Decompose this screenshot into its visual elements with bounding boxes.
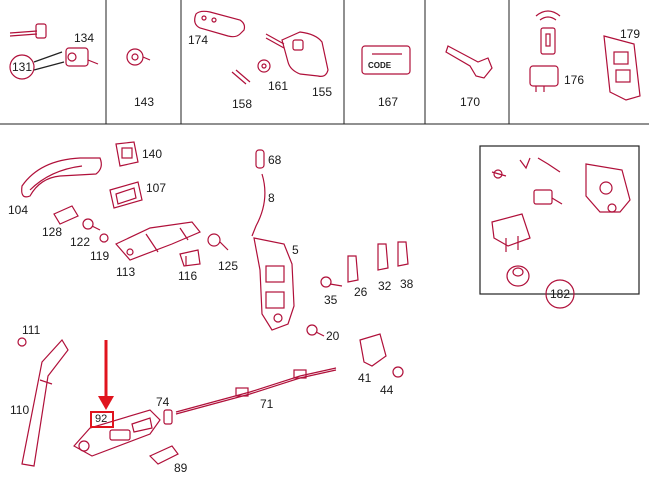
code-tag-text: CODE <box>368 61 392 70</box>
part-label-89: 89 <box>174 461 188 475</box>
part-label-161: 161 <box>268 79 289 93</box>
part-label-110: 110 <box>10 403 30 417</box>
highlight-box-92[interactable] <box>90 411 114 428</box>
lock-knob-68-part <box>255 149 265 169</box>
part-label-92: 92 <box>95 413 108 425</box>
part-label-128: 128 <box>42 225 63 239</box>
part-label-8: 8 <box>268 191 275 205</box>
key-155-part <box>265 31 329 77</box>
screw-20-part <box>306 324 325 337</box>
key-170-part <box>445 45 493 79</box>
screw-122-part <box>82 218 101 231</box>
part-label-35: 35 <box>324 293 338 307</box>
part-label-104: 104 <box>8 203 29 217</box>
part-label-5: 5 <box>292 243 299 257</box>
top-row-dividers <box>0 0 649 125</box>
inset-frame-182 <box>479 145 640 295</box>
outer-handle-104-part <box>21 157 102 198</box>
inset-lock-parts <box>491 157 631 287</box>
callout-circle-182 <box>545 279 575 309</box>
door-lock-5-part <box>253 237 295 331</box>
part-label-140: 140 <box>142 147 163 161</box>
key-tag-158-part <box>231 69 251 85</box>
handle-cap-140-part <box>115 141 139 167</box>
clip-74-part <box>163 409 173 425</box>
screw-35-part <box>320 276 343 288</box>
part-label-155: 155 <box>312 85 333 99</box>
part-label-20: 20 <box>326 329 340 343</box>
plate-32-part <box>377 243 389 271</box>
key-switch-143-part <box>126 48 151 66</box>
handle-gasket-107-part <box>109 181 143 209</box>
clip-111-part <box>17 337 27 347</box>
ring-161-part <box>257 59 271 73</box>
bolt-125-part <box>207 233 229 251</box>
striker-26-part <box>347 255 359 283</box>
part-label-41: 41 <box>358 371 372 385</box>
part-label-44: 44 <box>380 383 394 397</box>
clip-116-part <box>179 249 201 267</box>
part-label-179: 179 <box>620 27 641 41</box>
part-label-176: 176 <box>564 73 585 87</box>
inner-handle-92-part <box>73 409 161 457</box>
part-label-68: 68 <box>268 153 282 167</box>
cover-89-part <box>148 445 179 465</box>
code-card-167-part <box>361 45 411 75</box>
part-label-134: 134 <box>74 31 95 45</box>
part-label-71: 71 <box>260 397 274 411</box>
part-label-143: 143 <box>134 95 155 109</box>
receiver-module-176-part <box>529 10 561 92</box>
part-label-113: 113 <box>116 265 136 279</box>
plate-38-part <box>397 241 409 267</box>
mounting-bracket-179-part <box>603 35 641 101</box>
key-blade-part <box>9 23 47 39</box>
bracket-41-part <box>359 333 387 367</box>
key-fob-174-part <box>194 10 246 38</box>
part-label-38: 38 <box>400 277 414 291</box>
clip-128-part <box>53 205 79 225</box>
part-label-32: 32 <box>378 279 392 293</box>
callout-label-131: 131 <box>12 60 33 74</box>
screw-44-part <box>392 366 404 378</box>
part-label-158: 158 <box>232 97 253 111</box>
part-label-174: 174 <box>188 33 209 47</box>
lock-rod-8-part <box>251 173 266 237</box>
part-label-116: 116 <box>178 269 198 283</box>
grommet-119-part <box>99 233 109 243</box>
part-label-111: 111 <box>22 323 41 337</box>
part-label-125: 125 <box>218 259 239 273</box>
callout-circle-131 <box>9 54 35 80</box>
part-label-170: 170 <box>460 95 481 109</box>
part-label-119: 119 <box>90 249 110 263</box>
part-label-167: 167 <box>378 95 399 109</box>
pointer-arrow <box>98 340 114 410</box>
lock-cylinder-134-part <box>65 47 99 67</box>
door-seal-110-part <box>21 338 69 467</box>
bowden-cable-71-part <box>175 367 337 415</box>
part-label-122: 122 <box>70 235 91 249</box>
part-label-107: 107 <box>146 181 167 195</box>
handle-carrier-113-part <box>115 221 201 261</box>
part-label-26: 26 <box>354 285 368 299</box>
callout-label-182: 182 <box>550 287 571 301</box>
part-label-74: 74 <box>156 395 170 409</box>
